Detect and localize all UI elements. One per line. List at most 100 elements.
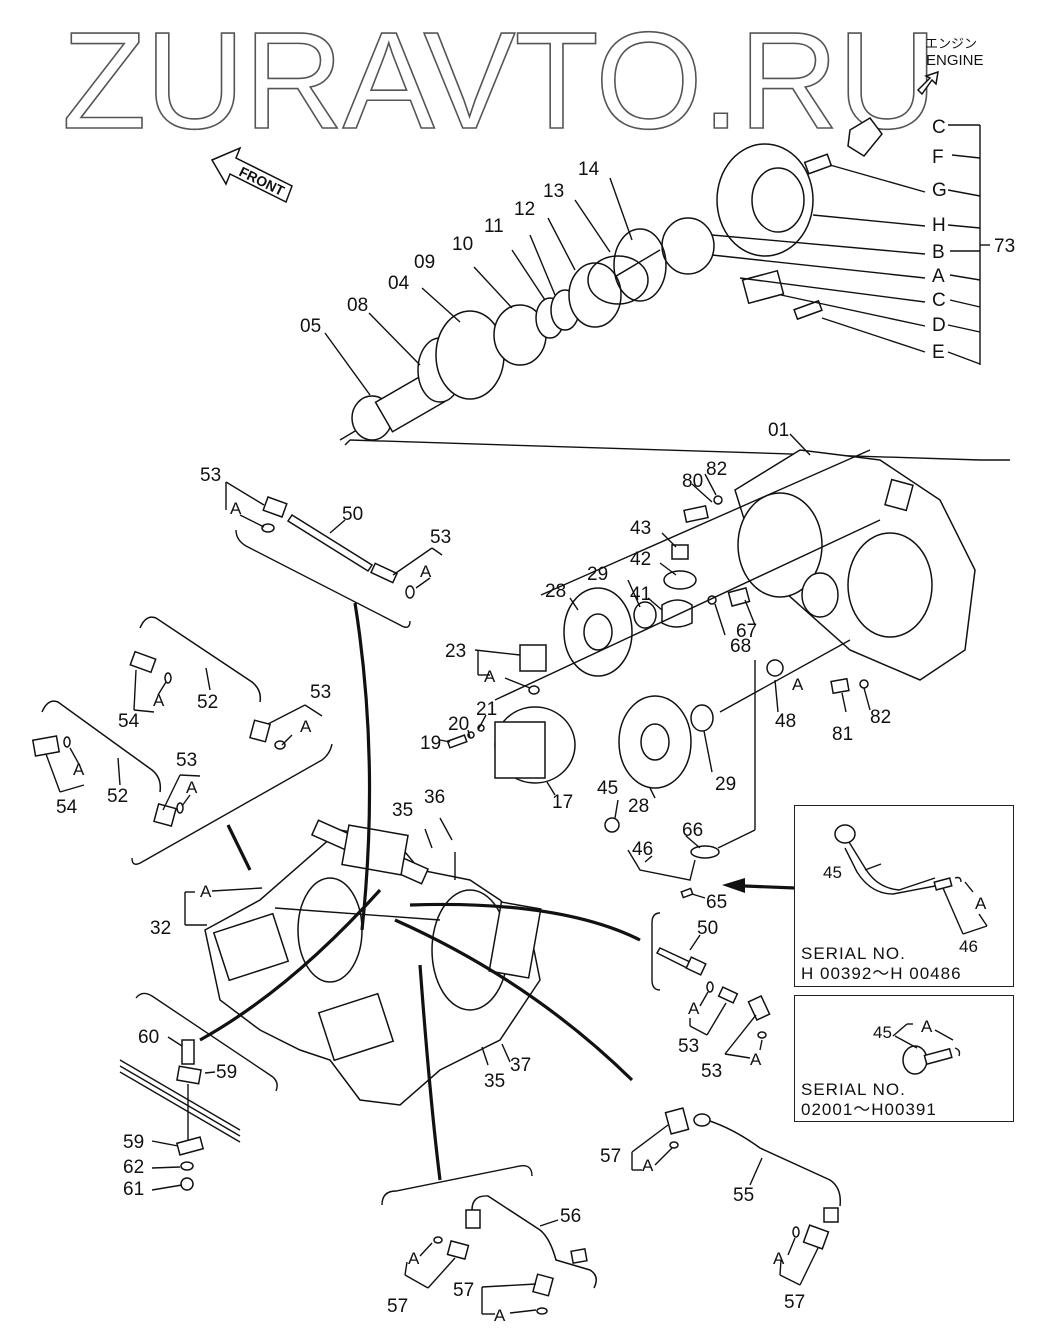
label-48-A: A (792, 675, 804, 694)
label-73-C1: C (932, 117, 946, 138)
watermark: ZURAVTO.RU (62, 4, 936, 158)
label-32-A: A (200, 882, 212, 901)
pipe-group-bottom-right (631, 1107, 842, 1286)
label-14: 14 (578, 159, 600, 180)
label-57a: 57 (387, 1296, 408, 1317)
label-53-left-b: 53 (176, 750, 197, 771)
label-53-left-a-A: A (300, 717, 312, 736)
engine-label-jp: エンジン (925, 36, 978, 51)
label-42: 42 (630, 549, 651, 570)
label-01: 01 (768, 420, 789, 441)
label-53-left-b-A: A (186, 778, 198, 797)
label-53-right-b: 53 (701, 1061, 722, 1082)
label-21: 21 (476, 699, 497, 720)
inset1-label-46: 46 (959, 937, 978, 956)
label-48: 48 (775, 711, 796, 732)
label-19: 19 (420, 733, 441, 754)
label-53-right-b-A: A (750, 1050, 762, 1069)
label-43: 43 (630, 518, 651, 539)
label-53-top-right-A: A (420, 562, 432, 581)
label-36: 36 (424, 787, 445, 808)
label-61: 61 (123, 1179, 144, 1200)
label-73-C2: C (932, 290, 946, 311)
engine-label: ENGINE (926, 52, 984, 69)
label-57a-A: A (408, 1249, 420, 1268)
label-29a: 29 (587, 564, 608, 585)
thick-leaders (199, 602, 796, 1181)
label-73-A: A (932, 266, 945, 287)
housing-small-parts-icon (446, 449, 881, 899)
label-23-A: A (484, 667, 496, 686)
label-57b: 57 (453, 1280, 474, 1301)
label-59b: 59 (123, 1132, 144, 1153)
dipstick-pipe-icon: 45 A 46 (823, 824, 988, 956)
pipe-group-left (31, 616, 333, 865)
inset1-label-45: 45 (823, 863, 842, 882)
label-45: 45 (597, 778, 618, 799)
label-57c-A: A (642, 1156, 654, 1175)
label-57b-A: A (494, 1306, 506, 1325)
inset1-label-A: A (975, 894, 987, 913)
inset2-label-A: A (921, 1017, 933, 1036)
label-68: 68 (730, 636, 751, 657)
inset2-serial-label: SERIAL NO. (801, 1080, 906, 1099)
label-41: 41 (630, 584, 651, 605)
inset2-label-45: 45 (873, 1023, 892, 1042)
pump-bracket-lines (184, 817, 511, 1066)
label-54b-A: A (73, 760, 85, 779)
pipe-group-right (651, 912, 771, 1059)
shaft-assembly-icon (339, 228, 1010, 461)
dipstick-plug-icon: 45 A (873, 1017, 961, 1075)
pump-housing-icon (734, 433, 976, 681)
group-73-bracket (947, 124, 990, 365)
pipe-group-top (225, 481, 443, 628)
label-35b: 35 (484, 1071, 505, 1092)
label-73-D: D (932, 315, 946, 336)
label-66: 66 (682, 820, 703, 841)
label-53-right-a-A: A (688, 999, 700, 1018)
label-67: 67 (736, 621, 757, 642)
label-54b: 54 (56, 797, 78, 818)
shaft-leaders (324, 177, 633, 396)
label-52a: 52 (197, 692, 218, 713)
label-53-right-a: 53 (678, 1036, 699, 1057)
label-28a: 28 (545, 581, 566, 602)
label-73: 73 (994, 236, 1015, 257)
label-82b: 82 (870, 707, 891, 728)
label-17: 17 (552, 792, 573, 813)
label-59a: 59 (216, 1062, 237, 1083)
label-28b: 28 (628, 796, 649, 817)
label-80: 80 (682, 471, 703, 492)
label-04: 04 (388, 273, 410, 294)
label-23: 23 (445, 641, 466, 662)
label-73-E: E (932, 342, 945, 363)
label-29b: 29 (715, 774, 736, 795)
engine-arrow-icon (916, 70, 939, 96)
label-20: 20 (448, 714, 469, 735)
label-53-left-a: 53 (310, 682, 331, 703)
label-50-right: 50 (697, 918, 718, 939)
label-57d-A: A (773, 1249, 785, 1268)
label-73-H: H (932, 215, 946, 236)
arrow-head-icon (722, 878, 745, 893)
label-08: 08 (347, 295, 368, 316)
label-57c: 57 (600, 1146, 621, 1167)
inset1-serial-label: SERIAL NO. (801, 944, 906, 963)
label-11: 11 (484, 216, 504, 237)
label-55: 55 (733, 1185, 754, 1206)
label-53-top-left: 53 (200, 465, 221, 486)
label-54a: 54 (118, 711, 140, 732)
label-54a-A: A (153, 691, 165, 710)
clamp-group (119, 992, 278, 1191)
label-82a: 82 (706, 459, 727, 480)
label-46: 46 (632, 839, 653, 860)
label-05: 05 (300, 316, 321, 337)
inset1-serial-range: H 00392～H 00486 (801, 964, 962, 983)
front-label: FRONT (237, 163, 288, 199)
label-13: 13 (543, 181, 564, 202)
label-57d: 57 (784, 1292, 805, 1313)
label-52b: 52 (107, 786, 128, 807)
label-32: 32 (150, 918, 171, 939)
label-81: 81 (832, 724, 853, 745)
